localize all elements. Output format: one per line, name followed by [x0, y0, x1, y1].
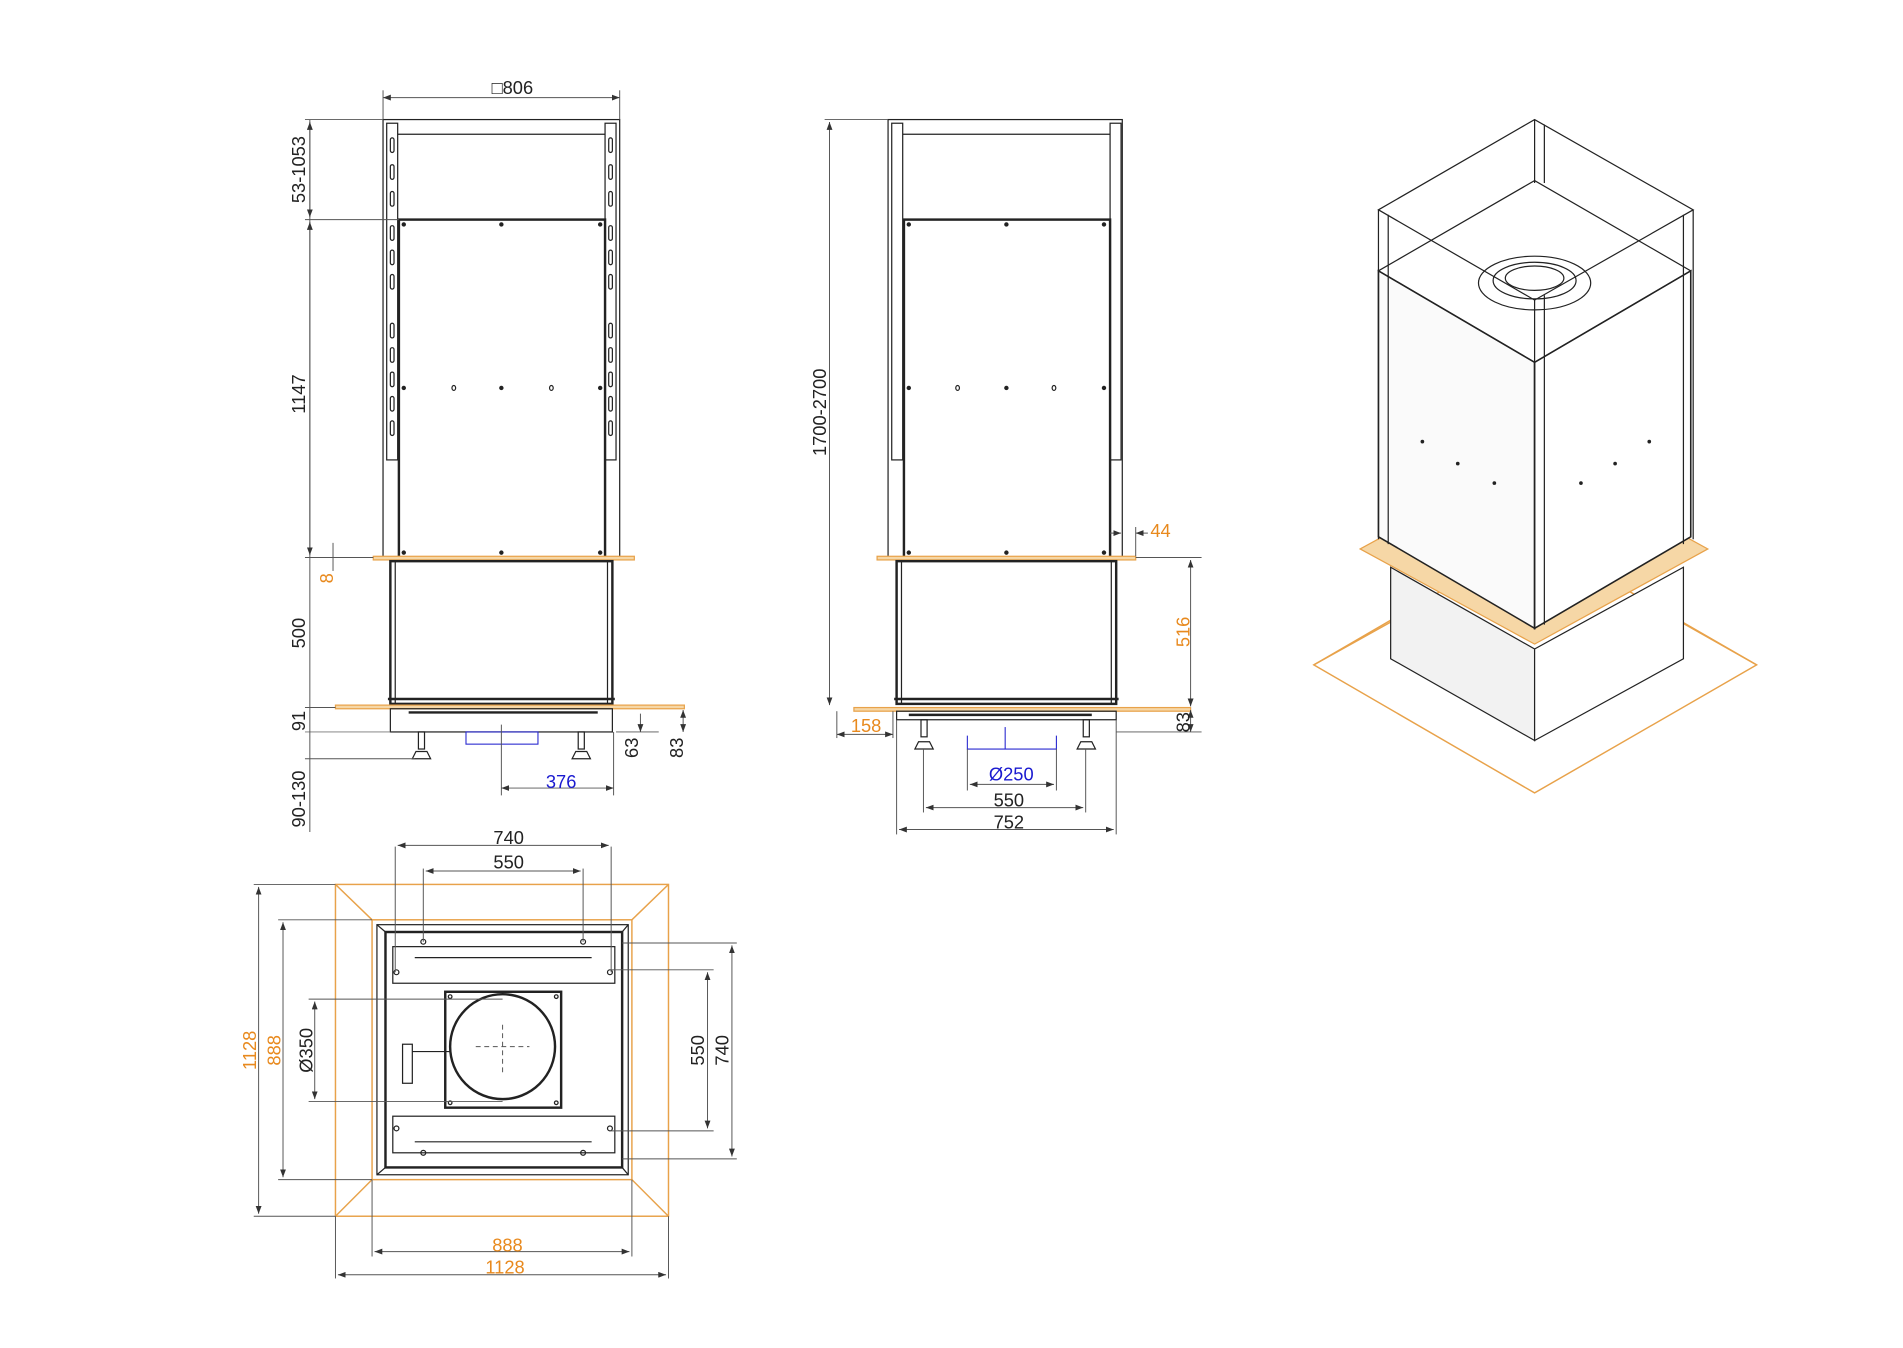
dim-500: 500 — [288, 618, 309, 649]
adjustable-foot — [571, 731, 592, 760]
dim-left-888: 888 — [264, 1035, 285, 1066]
dim-top-740: 740 — [493, 827, 524, 848]
dim-right-740: 740 — [711, 1035, 732, 1066]
dim-bottom-888: 888 — [492, 1235, 523, 1256]
plan-view — [334, 883, 670, 1217]
adjustable-foot — [913, 719, 935, 750]
dim-right-550: 550 — [687, 1035, 708, 1066]
adjustable-foot — [411, 731, 432, 760]
dim-83: 83 — [1172, 712, 1193, 732]
adjustable-foot — [1076, 719, 1097, 750]
dim-91: 91 — [288, 711, 309, 731]
dim-90-130: 90-130 — [288, 771, 309, 828]
dim-1700-2700: 1700-2700 — [809, 369, 830, 456]
front-view — [304, 118, 685, 796]
dim-left-1128: 1128 — [239, 1031, 260, 1070]
dim-158: 158 — [851, 715, 882, 736]
dim-diameter-250: Ø250 — [989, 764, 1034, 785]
dim-diameter-350: Ø350 — [295, 1028, 316, 1073]
dim-63: 63 — [621, 738, 642, 758]
front-view-dimensions: □806 53-1053 1147 8 500 91 90-130 376 63… — [288, 77, 687, 832]
dim-83: 83 — [666, 738, 687, 758]
slot-holes — [389, 137, 613, 437]
dim-53-1053: 53-1053 — [288, 136, 309, 203]
dim-550: 550 — [994, 789, 1025, 810]
dim-752: 752 — [994, 811, 1025, 832]
dim-376: 376 — [546, 771, 577, 792]
isometric-view — [1312, 118, 1759, 794]
dim-516: 516 — [1172, 617, 1193, 648]
dim-top-550: 550 — [493, 852, 524, 873]
dim-1147: 1147 — [288, 374, 309, 413]
duct-opening — [448, 992, 557, 1101]
side-view — [853, 118, 1192, 750]
side-view-dimensions: 1700-2700 44 516 83 158 Ø250 550 752 — [809, 119, 1202, 835]
dim-44: 44 — [1150, 520, 1170, 541]
dim-bottom-1128: 1128 — [485, 1257, 524, 1278]
dim-width-806: □806 — [492, 77, 534, 98]
dim-8: 8 — [316, 573, 337, 583]
plan-view-dimensions: 740 550 1128 888 Ø350 550 740 888 1128 — [239, 827, 737, 1279]
